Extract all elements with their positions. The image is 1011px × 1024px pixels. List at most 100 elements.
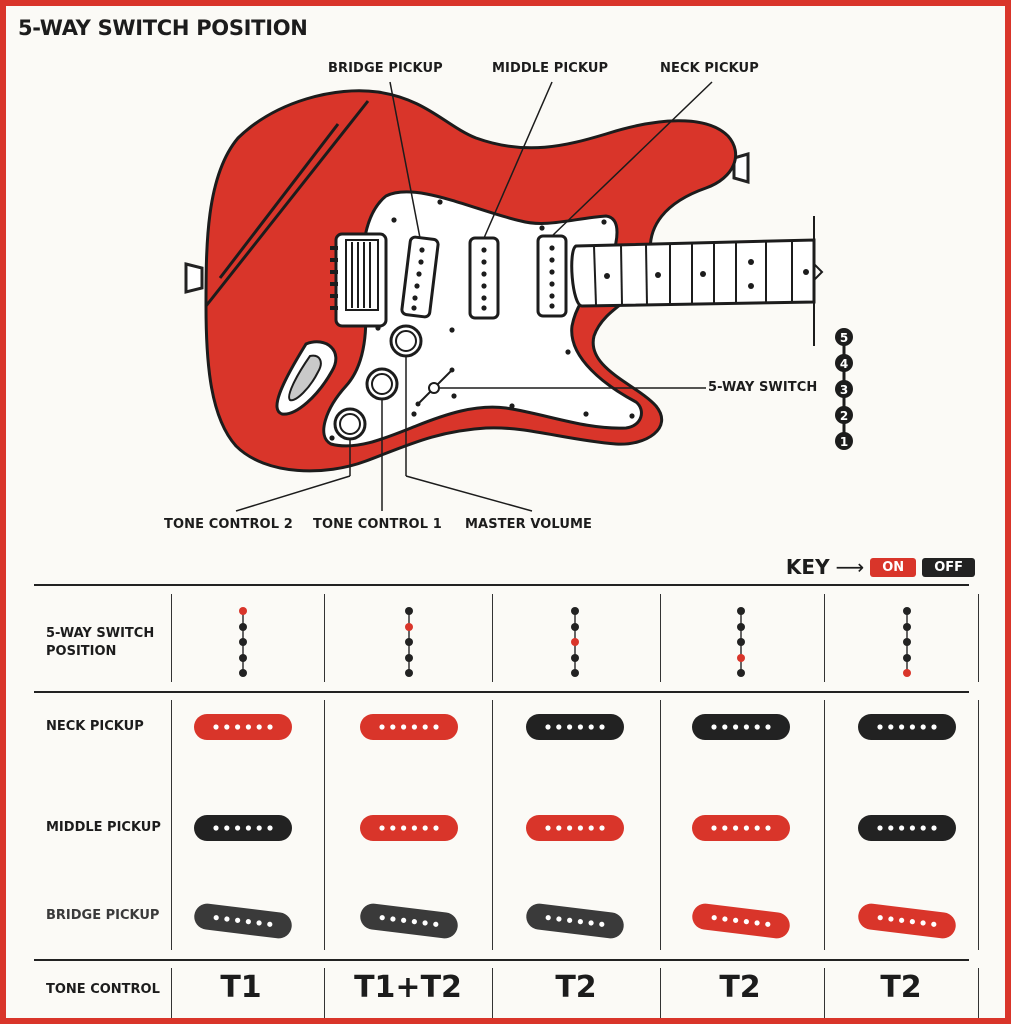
label-neck-pickup: NECK PICKUP xyxy=(660,61,759,76)
page-title: 5-WAY SWITCH POSITION xyxy=(18,16,308,40)
switch-dot xyxy=(405,607,413,615)
switch-position-indicator: 5 4 3 2 1 xyxy=(835,328,853,450)
switch-dot-active xyxy=(903,669,911,677)
tone-value-col-3: T2 xyxy=(555,970,597,1005)
row-label-switch-line-1: 5-WAY SWITCH xyxy=(46,626,155,641)
middle-pickup-col-3-on xyxy=(526,815,624,841)
bridge-pickup-on-guitar xyxy=(400,235,440,319)
middle-pickup-on-guitar xyxy=(468,236,500,320)
column-divider xyxy=(171,594,172,682)
switch-dot xyxy=(737,669,745,677)
neck-pickup-col-4-off xyxy=(692,714,790,740)
key-label: KEY xyxy=(785,555,830,579)
switch-dot xyxy=(239,654,247,662)
table-switch-rule xyxy=(34,691,969,693)
switch-indicator-col-1 xyxy=(239,607,247,677)
key-off-badge: OFF xyxy=(922,557,975,577)
column-divider xyxy=(824,700,825,950)
switch-dot xyxy=(903,623,911,631)
pickguard-screws xyxy=(329,199,635,441)
switch-dot xyxy=(239,623,247,631)
switch-dot xyxy=(239,669,247,677)
column-divider xyxy=(492,968,493,1018)
column-divider xyxy=(978,594,979,682)
column-divider xyxy=(660,594,661,682)
column-divider xyxy=(978,968,979,1018)
switch-number-2: 2 xyxy=(840,409,848,423)
label-tone-control-2: TONE CONTROL 2 xyxy=(164,517,293,532)
switch-dot xyxy=(571,623,579,631)
switch-number-4: 4 xyxy=(840,357,848,371)
switch-dot xyxy=(737,638,745,646)
switch-number-1: 1 xyxy=(840,435,848,449)
five-way-switch-on-guitar xyxy=(415,367,455,407)
switch-dot xyxy=(737,607,745,615)
arrow-right-icon: ⟶ xyxy=(835,555,865,579)
switch-dot-active xyxy=(239,607,247,615)
body-contour-line xyxy=(204,100,370,307)
column-divider xyxy=(660,968,661,1018)
switch-number-3: 3 xyxy=(840,383,848,397)
switch-indicator-col-3 xyxy=(571,607,579,677)
switch-dot xyxy=(405,638,413,646)
middle-pickup-col-4-on xyxy=(692,815,790,841)
switch-dot xyxy=(571,654,579,662)
guitar-illustration: 5 4 3 2 1 xyxy=(184,81,853,512)
row-label-middle-pickup: MIDDLE PICKUP xyxy=(46,820,161,835)
column-divider xyxy=(978,700,979,950)
column-divider xyxy=(824,968,825,1018)
column-divider xyxy=(824,594,825,682)
switch-dot-active xyxy=(737,654,745,662)
switch-dot xyxy=(903,607,911,615)
key-legend: KEY ⟶ ON OFF xyxy=(786,555,975,579)
column-divider xyxy=(492,700,493,950)
middle-pickup-col-2-on xyxy=(360,815,458,841)
row-label-neck-pickup: NECK PICKUP xyxy=(46,719,144,734)
row-label-tone-control: TONE CONTROL xyxy=(46,982,160,997)
body-contour-line xyxy=(218,123,340,279)
column-divider xyxy=(171,968,172,1018)
label-master-volume: MASTER VOLUME xyxy=(465,517,593,532)
column-divider xyxy=(171,700,172,950)
label-bridge-pickup: BRIDGE PICKUP xyxy=(328,61,443,76)
guitar-neck xyxy=(570,216,824,346)
switch-dot xyxy=(903,638,911,646)
switch-dot xyxy=(737,623,745,631)
tone-value-col-1: T1 xyxy=(220,970,262,1005)
neck-pickup-on-guitar xyxy=(536,234,568,318)
label-tone-control-1: TONE CONTROL 1 xyxy=(313,517,442,532)
table-tone-rule xyxy=(34,959,969,961)
bridge-pickup-col-5-on xyxy=(858,903,956,939)
tone-control-1-knob xyxy=(365,367,399,401)
bridge-pickup-col-2-off xyxy=(360,903,458,939)
strap-button-right xyxy=(732,152,750,184)
master-volume-knob xyxy=(389,324,423,358)
neck-pickup-col-1-on xyxy=(194,714,292,740)
neck-pickup-col-3-off xyxy=(526,714,624,740)
column-divider xyxy=(324,968,325,1018)
leader-lines xyxy=(235,81,713,512)
switch-dot-active xyxy=(405,623,413,631)
switch-indicator-col-4 xyxy=(737,607,745,677)
row-label-bridge-pickup: BRIDGE PICKUP xyxy=(46,908,160,923)
label-five-way-switch: 5-WAY SWITCH xyxy=(708,380,818,395)
row-label-switch-line-2: POSITION xyxy=(46,644,117,659)
column-divider xyxy=(660,700,661,950)
switch-indicator-col-5 xyxy=(903,607,911,677)
tremolo-bridge xyxy=(330,232,388,328)
tone-value-col-4: T2 xyxy=(719,970,761,1005)
column-divider xyxy=(324,700,325,950)
middle-pickup-col-1-off xyxy=(194,815,292,841)
switch-dot xyxy=(903,654,911,662)
neck-pickup-col-5-off xyxy=(858,714,956,740)
bridge-pickup-col-1-off xyxy=(194,903,292,939)
switch-number-5: 5 xyxy=(840,331,848,345)
tone-value-col-5: T2 xyxy=(880,970,922,1005)
tone-value-col-2: T1+T2 xyxy=(354,970,462,1005)
switch-dot xyxy=(239,638,247,646)
tone-control-2-knob xyxy=(333,407,367,441)
table-top-rule xyxy=(34,584,969,586)
middle-pickup-col-5-off xyxy=(858,815,956,841)
switch-dot xyxy=(405,654,413,662)
